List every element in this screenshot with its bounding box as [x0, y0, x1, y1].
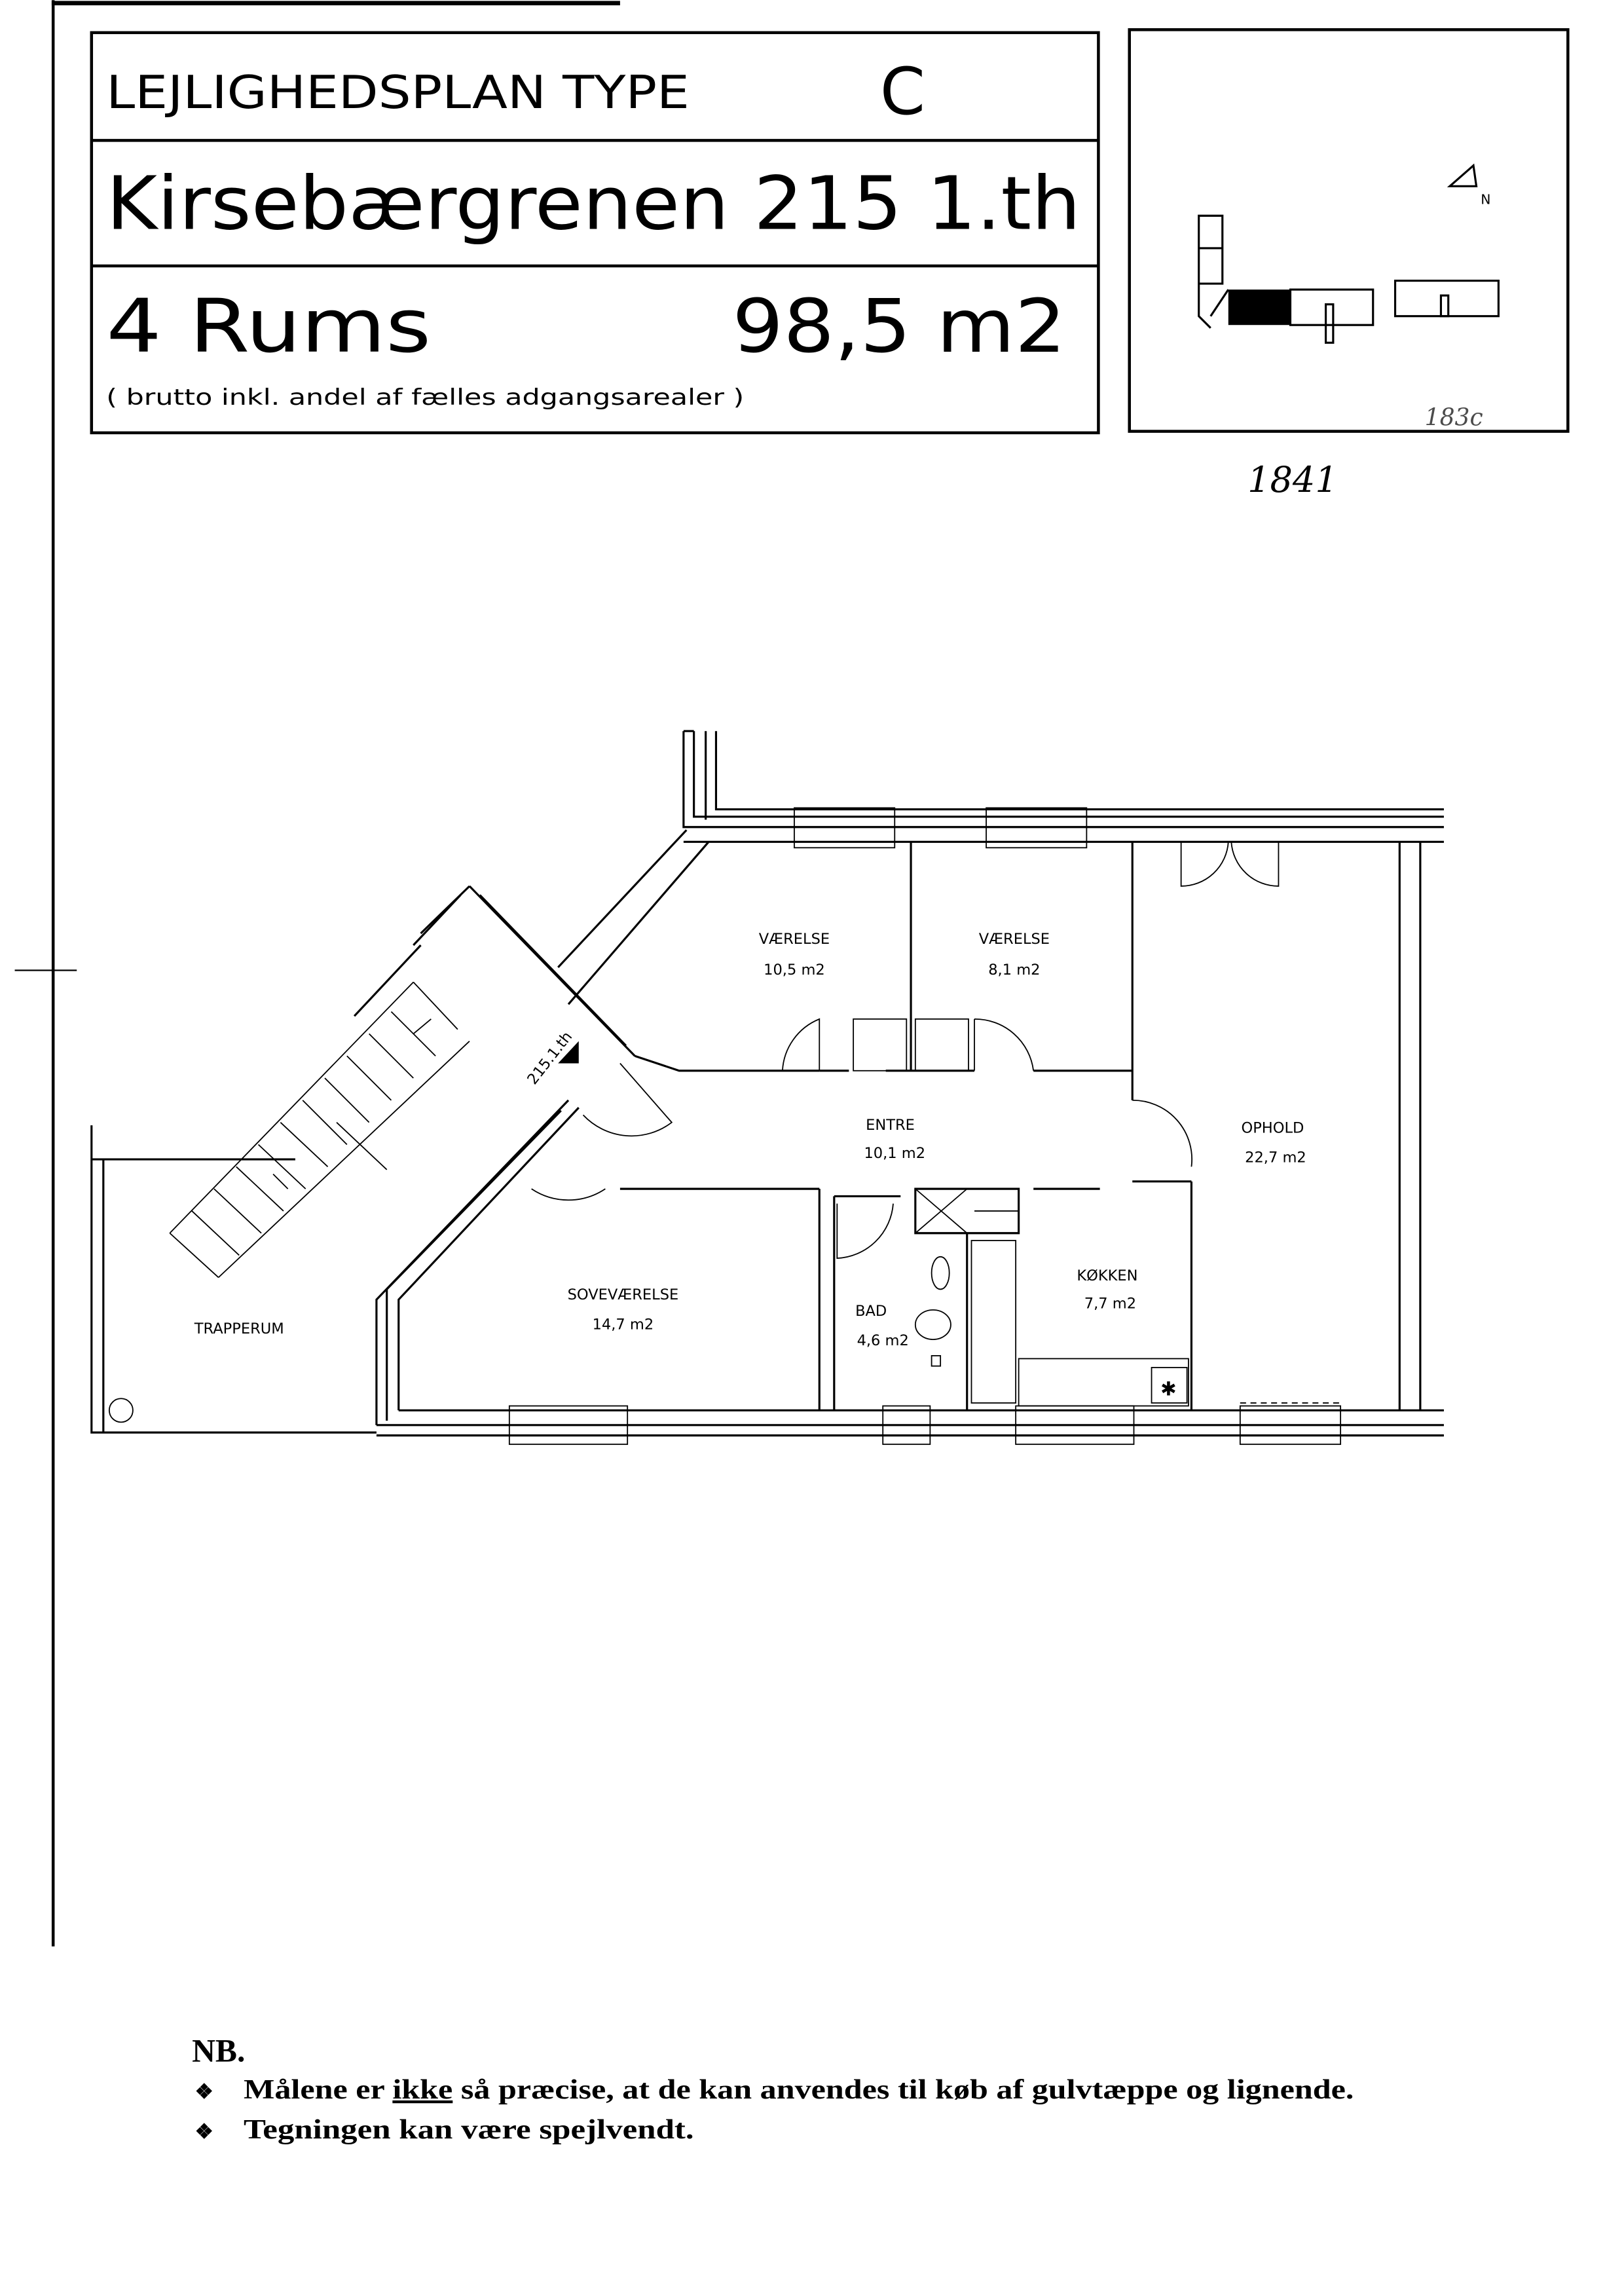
window: [882, 1405, 931, 1446]
room-area: 4,6 m2: [857, 1332, 909, 1349]
handwritten-number: 1841: [1247, 459, 1338, 500]
room-name: OPHOLD: [1241, 1119, 1304, 1136]
room-area: 7,7 m2: [1084, 1296, 1136, 1313]
area-note: ( brutto inkl. andel af fælles adgangsar…: [106, 384, 744, 410]
room-name: KØKKEN: [1077, 1267, 1137, 1284]
sink-icon: [931, 1256, 950, 1290]
bullet-icon: ❖: [195, 2120, 213, 2143]
svg-text:✱: ✱: [1160, 1378, 1177, 1400]
room-area: 22,7 m2: [1245, 1149, 1306, 1166]
key-plan: N 183c: [1128, 28, 1570, 433]
window: [1239, 1405, 1342, 1446]
toilet-icon: [914, 1309, 951, 1340]
north-arrow-icon: [1447, 163, 1478, 187]
room-name: VÆRELSE: [759, 931, 830, 948]
room-area: 10,1 m2: [864, 1145, 925, 1162]
room-area: 10,5 m2: [764, 961, 825, 979]
room-name: TRAPPERUM: [194, 1320, 284, 1337]
keyplan-handwritten-note: 183c: [1425, 404, 1483, 432]
staircase: [169, 981, 470, 1278]
note-line-2: Tegningen kan være spejlvendt.: [244, 2114, 694, 2145]
title-block: LEJLIGHEDSPLAN TYPE C Kirsebærgrenen 215…: [90, 31, 1100, 435]
floor-plan: ✱ 215.1.th: [90, 730, 1444, 1446]
north-label: N: [1481, 191, 1490, 207]
total-area: 98,5 m2: [732, 283, 1066, 369]
room-count: 4 Rums: [106, 283, 431, 369]
notes-heading: NB.: [192, 2033, 245, 2069]
window: [794, 807, 896, 849]
bullet-icon: ❖: [195, 2080, 213, 2103]
window: [508, 1405, 629, 1446]
address: Kirsebærgrenen 215 1.th: [106, 160, 1080, 247]
room-name: ENTRE: [866, 1117, 915, 1134]
room-name: BAD: [855, 1303, 887, 1320]
plan-type: C: [880, 54, 925, 130]
room-area: 8,1 m2: [988, 961, 1040, 979]
window: [986, 807, 1088, 849]
room-labels: VÆRELSE 10,5 m2 VÆRELSE 8,1 m2 ENTRE 10,…: [194, 931, 1306, 1349]
plan-title: LEJLIGHEDSPLAN TYPE: [106, 66, 690, 119]
room-name: SOVEVÆRELSE: [568, 1286, 679, 1303]
notes: NB. ❖ Målene er ikke så præcise, at de k…: [192, 2033, 1354, 2145]
highlighted-unit: [1228, 289, 1291, 326]
drain-icon: [108, 1398, 134, 1423]
room-area: 14,7 m2: [593, 1316, 654, 1333]
kitchen-counter: [1018, 1358, 1189, 1407]
kitchen-counter: [970, 1240, 1017, 1404]
stove-icon: [1151, 1367, 1188, 1404]
note-line-1: Målene er ikke så præcise, at de kan anv…: [244, 2074, 1354, 2105]
room-name: VÆRELSE: [979, 931, 1050, 948]
